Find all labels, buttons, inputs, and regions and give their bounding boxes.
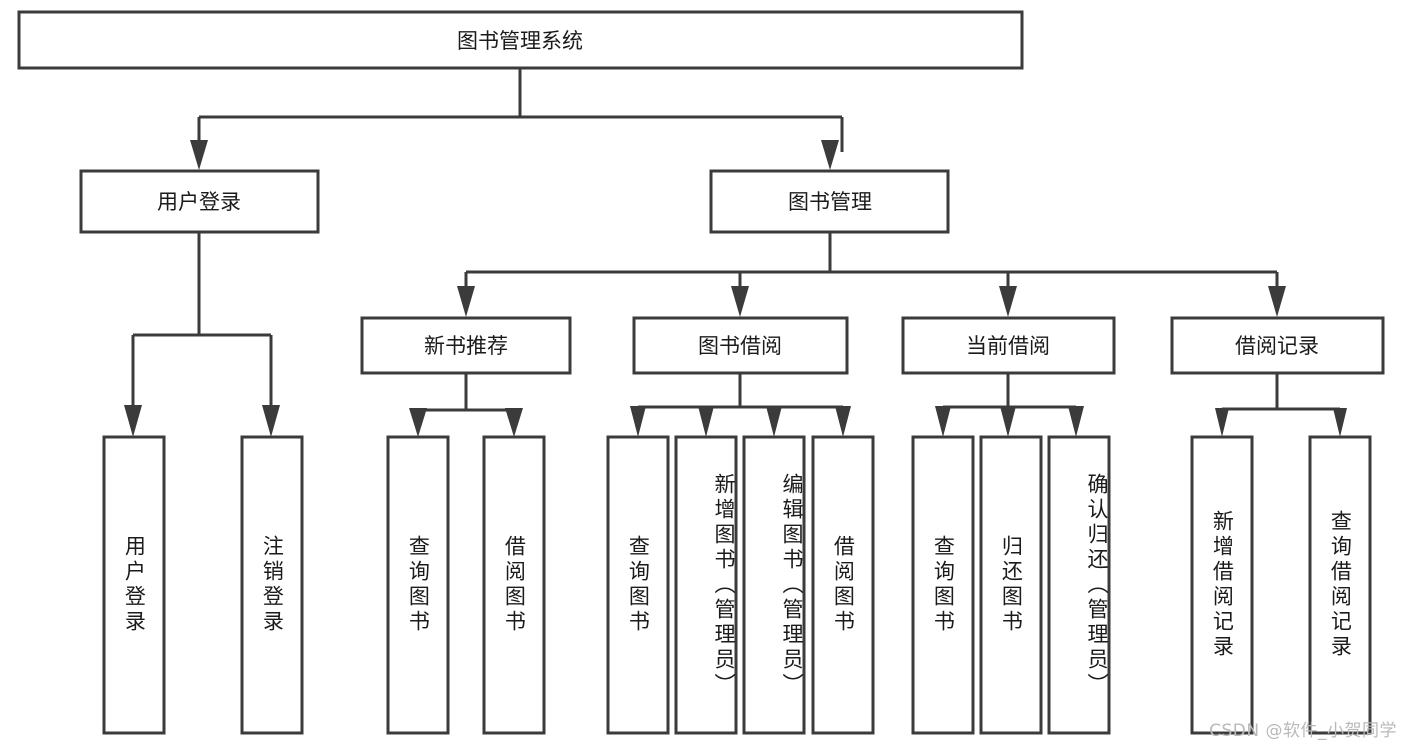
connector-root-to-level2 (190, 68, 844, 170)
arrow-head-icon (698, 406, 714, 437)
leaf-box-book-borrow-0[interactable] (606, 435, 670, 735)
node-root-label: 图书管理系统 (457, 29, 583, 53)
arrow-head-icon (409, 408, 427, 437)
connector-book-borrow-to-leaves (630, 373, 851, 437)
node-current-borrow-label: 当前借阅 (966, 334, 1050, 358)
connector-borrow-record-to-leaves (1215, 373, 1347, 437)
node-current-borrow[interactable]: 当前借阅 (901, 316, 1116, 375)
watermark: CSDN @软件_小贺同学 (1209, 721, 1397, 741)
arrow-head-icon (457, 286, 475, 317)
node-book-borrow[interactable]: 图书借阅 (632, 316, 849, 375)
leaf-box-current-borrow-1[interactable] (979, 435, 1043, 735)
arrow-head-icon (821, 140, 839, 170)
leaf-box-current-borrow-0[interactable] (911, 435, 975, 735)
node-borrow-record[interactable]: 借阅记录 (1170, 316, 1385, 375)
arrow-head-icon (1215, 408, 1229, 437)
arrow-head-icon (1068, 406, 1084, 437)
arrow-head-icon (999, 286, 1017, 317)
arrow-head-icon (731, 286, 749, 317)
node-book-manage-label: 图书管理 (788, 190, 872, 214)
node-new-book-recommend[interactable]: 新书推荐 (360, 316, 572, 375)
arrow-head-icon (766, 406, 782, 437)
leaf-box-book-borrow-1[interactable] (674, 435, 738, 735)
arrow-head-icon (835, 406, 851, 437)
node-book-manage[interactable]: 图书管理 (709, 169, 950, 234)
leaf-box-book-borrow-2[interactable] (742, 435, 806, 735)
node-new-book-recommend-box (360, 316, 572, 375)
node-user-login-label: 用户登录 (157, 190, 241, 214)
leaf-box-book-borrow-3[interactable] (811, 435, 875, 735)
arrow-head-icon (262, 405, 280, 437)
node-current-borrow-box (901, 316, 1116, 375)
leaf-box-current-borrow-2[interactable] (1047, 435, 1111, 735)
leaf-box-borrow-record-1[interactable] (1308, 435, 1372, 735)
leaf-box-user-login-0[interactable] (102, 435, 166, 735)
connector-book-manage-to-level3 (457, 232, 1286, 317)
arrow-head-icon (190, 140, 208, 170)
arrow-head-icon (1333, 408, 1347, 437)
arrow-head-icon (124, 405, 142, 437)
node-root-box (17, 10, 1024, 70)
arrow-head-icon (1268, 286, 1286, 317)
leaf-box-borrow-record-0[interactable] (1190, 435, 1254, 735)
leaf-box-new-book-0[interactable] (386, 435, 450, 735)
arrow-head-icon (935, 406, 951, 437)
node-book-borrow-label: 图书借阅 (698, 334, 782, 358)
leaf-box-user-login-1[interactable] (240, 435, 304, 735)
node-user-login-box (79, 169, 320, 234)
arrow-head-icon (1000, 406, 1016, 437)
node-user-login[interactable]: 用户登录 (79, 169, 320, 234)
node-new-book-recommend-label: 新书推荐 (424, 334, 508, 358)
arrow-head-icon (630, 406, 646, 437)
arrow-head-icon (505, 408, 523, 437)
leaf-box-new-book-1[interactable] (482, 435, 546, 735)
node-borrow-record-label: 借阅记录 (1235, 334, 1319, 358)
connector-current-borrow-to-leaves (935, 373, 1084, 437)
node-root[interactable]: 图书管理系统 (17, 10, 1024, 70)
connector-new-book-recommend-to-leaves (409, 373, 523, 437)
connector-user-login-to-leaves (124, 232, 280, 437)
